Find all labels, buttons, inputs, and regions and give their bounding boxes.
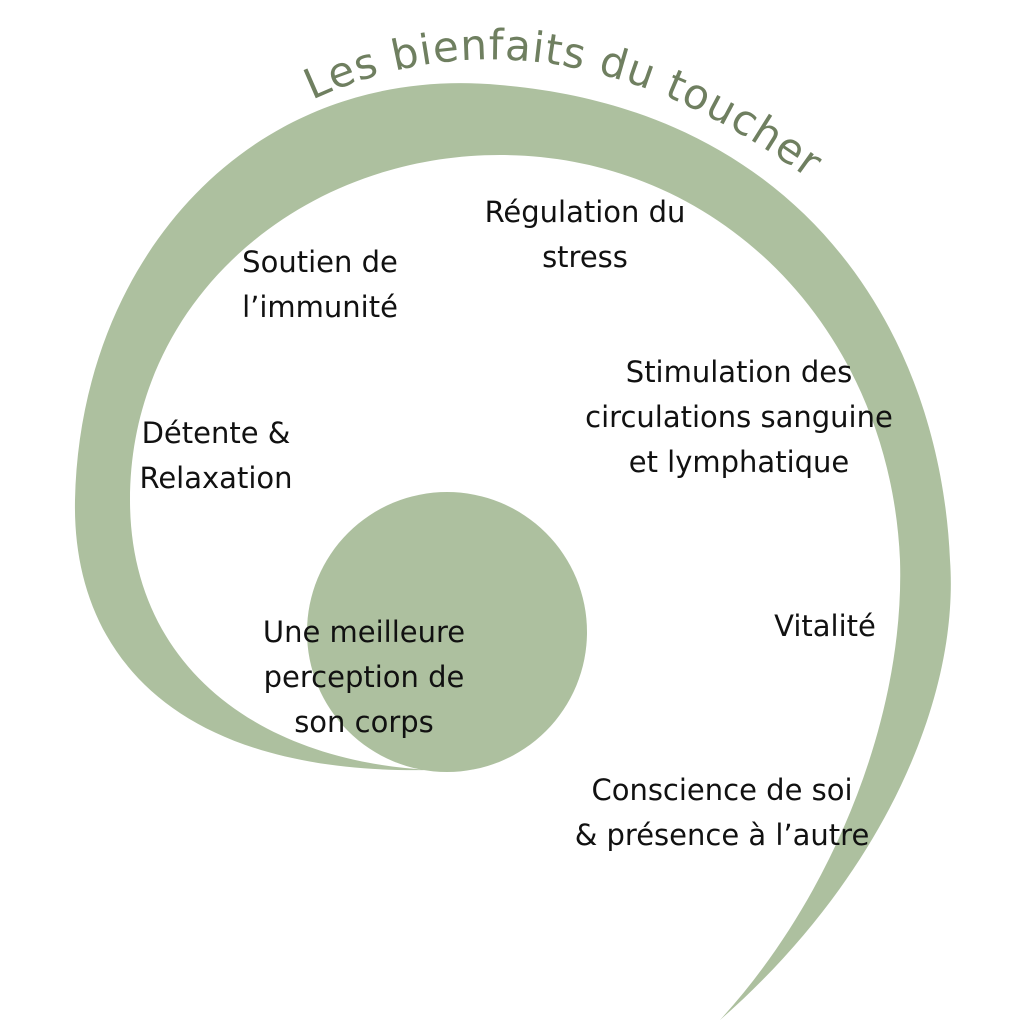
label-vitality: Vitalité xyxy=(774,604,876,649)
label-line: Conscience de soi xyxy=(591,773,853,807)
label-relaxation: Détente & Relaxation xyxy=(139,411,292,501)
label-stress-regulation: Régulation du stress xyxy=(485,190,686,280)
label-line: Vitalité xyxy=(774,609,876,643)
label-body-perception: Une meilleure perception de son corps xyxy=(263,610,465,745)
label-circulation: Stimulation des circulations sanguine et… xyxy=(585,350,893,485)
label-line: circulations sanguine xyxy=(585,400,893,434)
center-circle xyxy=(307,492,587,772)
label-line: & présence à l’autre xyxy=(574,818,870,852)
label-line: perception de xyxy=(263,660,465,694)
label-line: Stimulation des xyxy=(625,355,853,389)
label-immunity: Soutien de l’immunité xyxy=(242,240,398,330)
label-line: Une meilleure xyxy=(262,615,466,649)
label-line: l’immunité xyxy=(242,290,398,324)
label-line: et lymphatique xyxy=(628,445,850,479)
label-line: son corps xyxy=(294,705,434,739)
label-line: Relaxation xyxy=(139,461,293,495)
label-line: Régulation du xyxy=(484,195,686,229)
label-line: Détente & xyxy=(141,416,291,450)
label-line: Soutien de xyxy=(242,245,398,279)
label-self-awareness: Conscience de soi & présence à l’autre xyxy=(575,768,870,858)
label-line: stress xyxy=(542,240,628,274)
